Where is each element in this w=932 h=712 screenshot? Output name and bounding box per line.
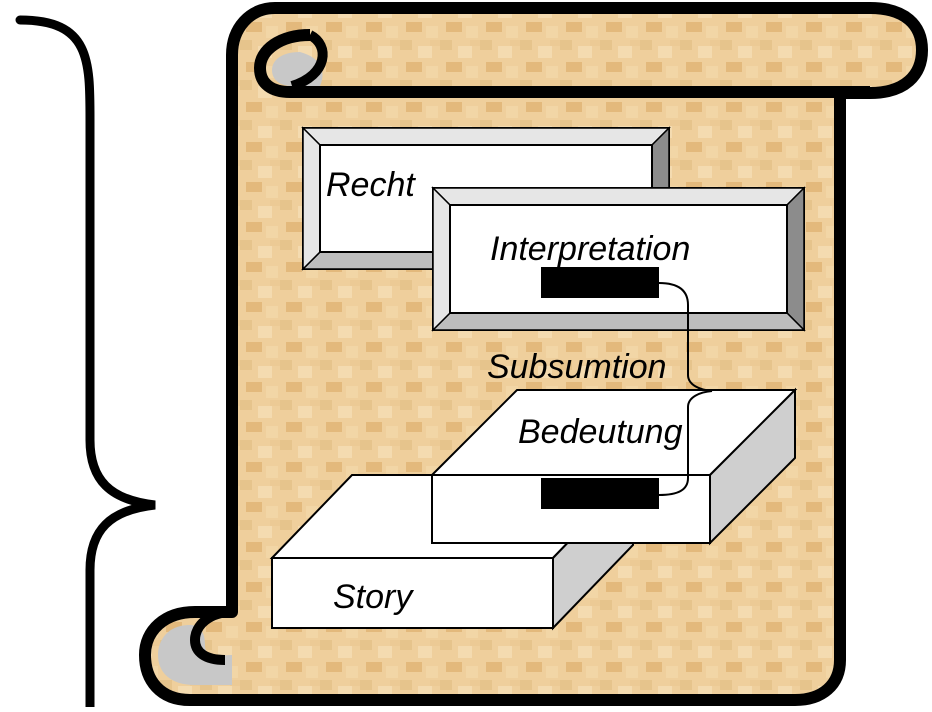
recht-label: Recht (326, 166, 416, 204)
bedeutung-slot (541, 478, 659, 509)
subsumtion-connector (658, 282, 713, 496)
story-label: Story (333, 578, 414, 616)
bedeutung-box: Bedeutung (429, 387, 798, 546)
interpretation-label: Interpretation (490, 230, 690, 268)
interpretation-slot (541, 267, 659, 298)
scroll-curl-top (253, 29, 870, 98)
left-curly-brace (15, 15, 156, 712)
interpretation-frame: Interpretation (431, 186, 806, 332)
bedeutung-label: Bedeutung (518, 413, 683, 451)
subsumtion-label: Subsumtion (487, 348, 667, 386)
scroll-curl-bottom-inner (158, 625, 232, 685)
